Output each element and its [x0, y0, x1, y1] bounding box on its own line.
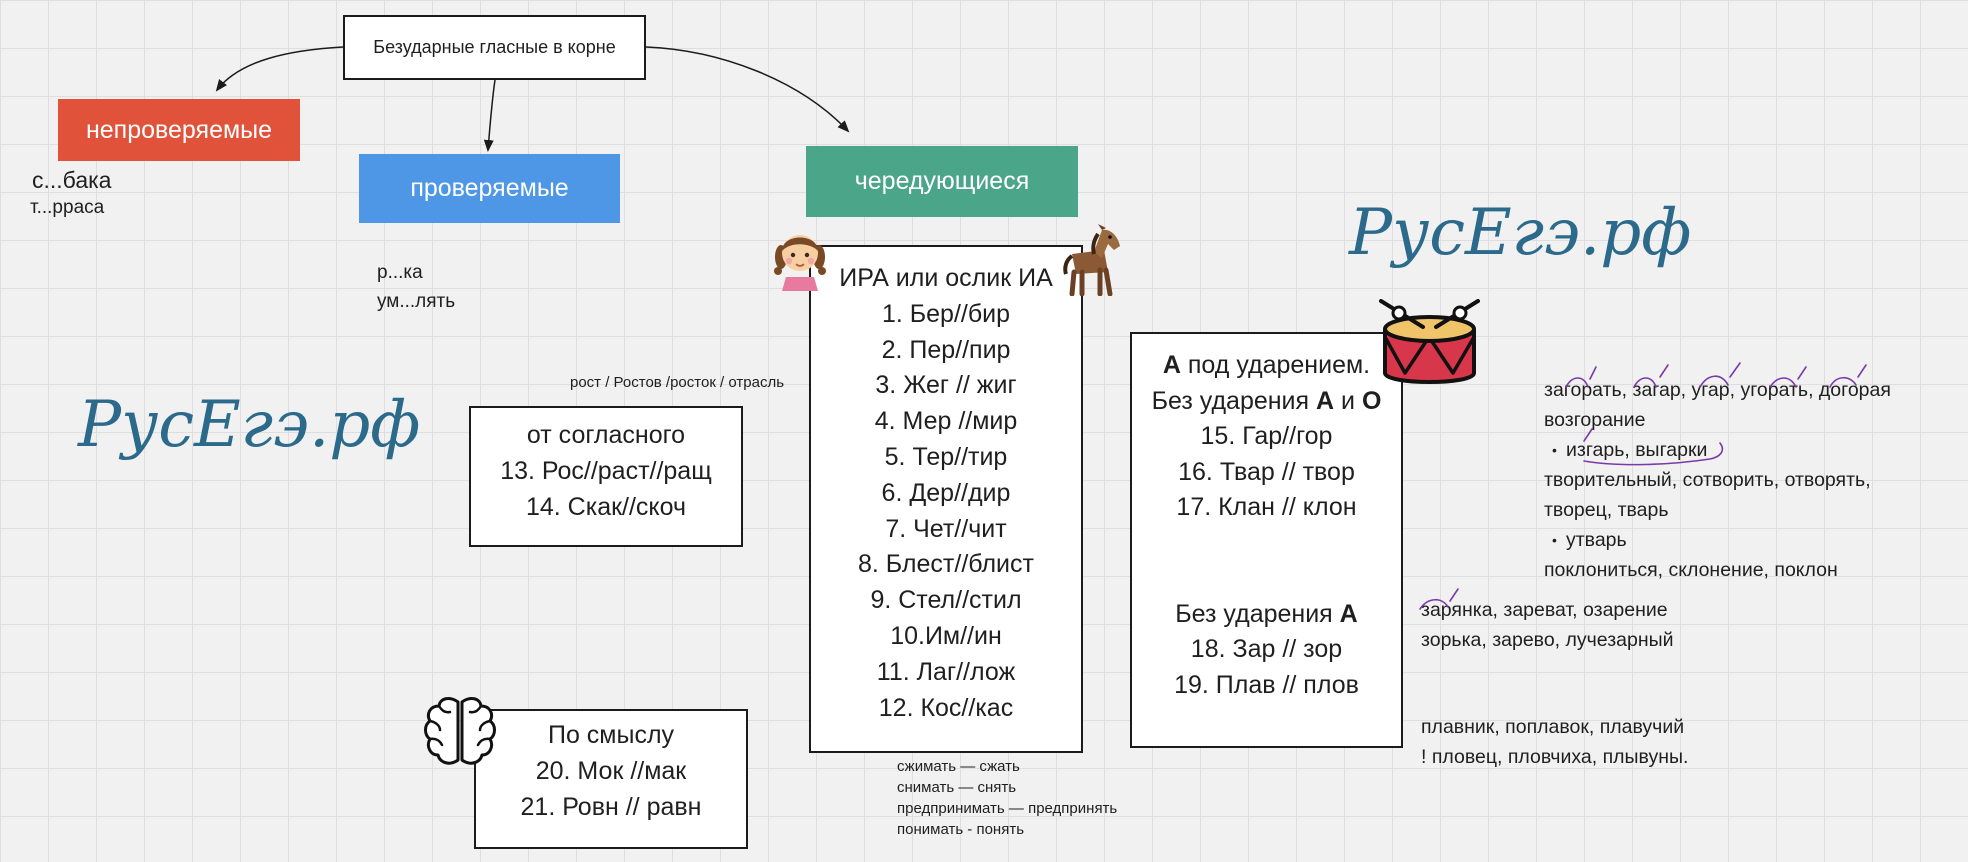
girl-emoji-icon: [774, 235, 826, 291]
example-plav-line: ! пловец, пловчиха, плывуны.: [1421, 746, 1689, 768]
stress-subtitle-o: О: [1361, 386, 1382, 415]
ira-box[interactable]: ИРА или ослик ИА 1. Бер//бир 2. Пер//пир…: [809, 245, 1083, 753]
ira-note: сжимать — сжать: [897, 758, 1020, 775]
consonant-heading: от согласного: [526, 421, 686, 449]
unverifiable-example-2: т...рраса: [30, 197, 105, 218]
ira-item: 6. Дер//дир: [881, 478, 1011, 507]
example-zar-line: зарянка, зареват, озарение: [1421, 599, 1668, 621]
stress-box-subtitle: Без ударения А и О: [1132, 384, 1401, 420]
stress-item: 19. Плав // плов: [1174, 670, 1359, 699]
unverifiable-example-1: с...бака: [32, 167, 112, 193]
brand-logo-right-text: РусЕгэ.рф: [1349, 196, 1692, 270]
example-gar-exception: изгарь, выгарки: [1544, 435, 1891, 465]
ira-item: 3. Жег // жиг: [875, 371, 1017, 400]
meaning-item: 20. Мок //мак: [535, 757, 687, 785]
arrow-to-unverifiable: [215, 46, 344, 92]
ira-note: понимать - понять: [897, 821, 1025, 838]
ira-item: 9. Стел//стил: [870, 586, 1022, 615]
category-verifiable-label: проверяемые: [410, 174, 569, 202]
category-unverifiable[interactable]: непроверяемые: [58, 99, 300, 161]
example-tvar-line: творительный, сотворить, отворять,: [1544, 469, 1871, 491]
arrow-to-alternating: [645, 46, 850, 133]
zar-marks: [1419, 588, 1459, 610]
arrow-to-verifiable: [483, 79, 496, 152]
stress-heading2-a: А: [1339, 599, 1358, 628]
ira-item: 12. Кос//кас: [878, 693, 1014, 722]
stress-item: 15. Гар//гор: [1200, 422, 1333, 450]
example-gar-line: возгорание: [1544, 409, 1646, 431]
example-tvar-exception: утварь: [1544, 525, 1891, 555]
stress-title-a: А: [1162, 351, 1181, 379]
ira-item: 5. Тер//тир: [884, 442, 1008, 471]
stress-subtitle-start: Без ударения: [1151, 386, 1317, 415]
category-alternating[interactable]: чередующиеся: [806, 146, 1078, 217]
stress-spacer: [1132, 526, 1401, 597]
verifiable-examples: р...ка ум...лять: [377, 258, 455, 316]
examples-zar: зарянка, зареват, озарение зорька, зарев…: [1421, 595, 1674, 655]
meaning-item: 21. Ровн // равн: [520, 793, 702, 821]
brand-logo-left: РусЕгэ.рф: [78, 388, 420, 462]
ira-item: 7. Чет//чит: [885, 514, 1007, 543]
stress-item: 18. Зар // зор: [1190, 635, 1343, 663]
root-box[interactable]: Безударные гласные в корне: [343, 15, 646, 80]
ira-item: 11. Лаг//лож: [876, 657, 1016, 686]
ira-item: 10.Им//ин: [890, 621, 1002, 650]
stress-box-title: А под ударением.: [1132, 348, 1401, 384]
consonant-item: 13. Рос//раст//ращ: [500, 457, 712, 485]
examples-gar: загорать, загар, угар, угорать, догорая …: [1544, 375, 1891, 585]
stress-heading2-start: Без ударения: [1175, 599, 1340, 628]
ira-item: 4. Мер //мир: [874, 407, 1018, 436]
ira-notes: сжимать — сжать снимать — снять предприн…: [897, 756, 1117, 840]
brand-logo-right: РусЕгэ.рф: [1349, 196, 1691, 270]
ira-item: 2. Пер//пир: [881, 335, 1011, 364]
stress-box[interactable]: А под ударением. Без ударения А и О 15. …: [1130, 332, 1403, 748]
handwritten-marks: [1565, 362, 1867, 466]
drum-icon: [1379, 299, 1480, 384]
category-unverifiable-label: непроверяемые: [85, 115, 273, 144]
horse-emoji-icon: [1063, 224, 1120, 296]
consonant-note: рост / Ростов /росток / отрасль: [570, 374, 784, 391]
examples-plav: плавник, поплавок, плавучий ! пловец, пл…: [1421, 712, 1688, 772]
brand-logo-left-text: РусЕгэ.рф: [78, 388, 421, 462]
verifiable-example-2: ум...лять: [377, 291, 456, 312]
consonant-item: 14. Скак//скоч: [525, 493, 687, 521]
ira-item: 1. Бер//бир: [881, 299, 1011, 328]
unverifiable-examples: с...бака т...рраса: [30, 165, 112, 221]
ira-note: снимать — снять: [897, 779, 1017, 796]
root-label: Безударные гласные в корне: [373, 37, 616, 57]
ira-item: 8. Блест//блист: [858, 550, 1034, 579]
stress-title-rest: под ударением.: [1180, 351, 1371, 379]
brain-icon: [424, 697, 496, 765]
ira-note: предпринимать — предпринять: [897, 800, 1118, 817]
example-plav-line: плавник, поплавок, плавучий: [1421, 716, 1685, 738]
example-klan-line: поклониться, склонение, поклон: [1544, 559, 1838, 581]
stress-item: 16. Твар // твор: [1178, 457, 1355, 486]
stress-item: 17. Клан // клон: [1176, 493, 1357, 521]
consonant-note-text: рост / Ростов /росток / отрасль: [570, 374, 785, 391]
stress-subtitle-and: и: [1334, 386, 1362, 415]
example-tvar-line: творец, тварь: [1544, 499, 1669, 521]
example-zar-line: зорька, зарево, лучезарный: [1421, 629, 1674, 651]
stress-heading2: Без ударения А: [1132, 597, 1401, 633]
consonant-box[interactable]: от согласного 13. Рос//раст//ращ 14. Ска…: [469, 406, 743, 547]
verifiable-example-1: р...ка: [377, 262, 423, 283]
ira-box-title: ИРА или ослик ИА: [839, 264, 1053, 292]
category-alternating-label: чередующиеся: [854, 167, 1030, 195]
meaning-box[interactable]: По смыслу 20. Мок //мак 21. Ровн // равн: [474, 709, 748, 849]
meaning-heading: По смыслу: [547, 721, 675, 749]
stress-subtitle-a: А: [1316, 386, 1335, 415]
category-verifiable[interactable]: проверяемые: [359, 154, 620, 223]
example-gar-line: загорать, загар, угар, угорать, догорая: [1544, 379, 1891, 401]
